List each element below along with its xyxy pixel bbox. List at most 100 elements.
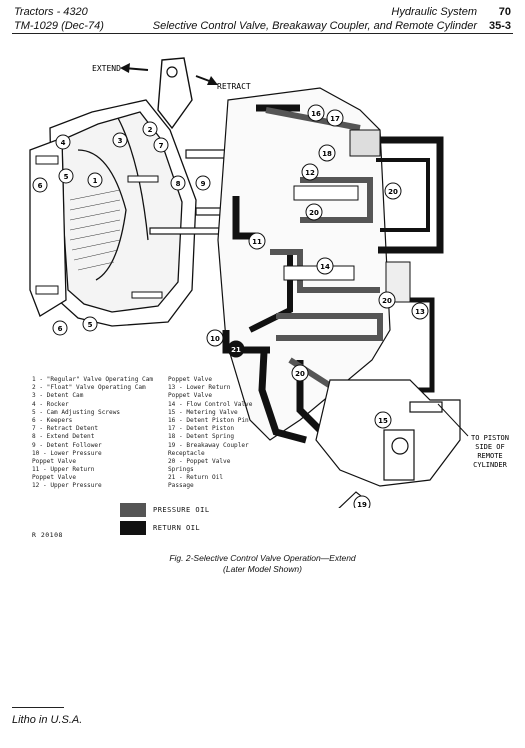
legend-item: 4 - Rocker — [32, 400, 69, 408]
legend-item: 8 - Extend Detent — [32, 433, 95, 441]
callout-8: 8 — [170, 175, 186, 191]
legend-item: Poppet Valve — [32, 474, 77, 482]
svg-text:14: 14 — [320, 263, 330, 271]
piston-leader-line — [437, 403, 469, 437]
header-section-title: Hydraulic System — [391, 6, 477, 18]
svg-text:15: 15 — [378, 417, 388, 425]
figure-caption-sub: (Later Model Shown) — [223, 564, 302, 574]
svg-text:CYLINDER: CYLINDER — [473, 461, 508, 469]
svg-text:REMOTE: REMOTE — [477, 452, 502, 460]
legend-item: 19 - Breakaway Coupler — [168, 441, 249, 449]
callout-12: 12 — [301, 163, 319, 181]
svg-text:20: 20 — [388, 188, 398, 196]
legend-item: 14 - Flow Control Valve — [168, 400, 253, 408]
callout-4: 4 — [55, 134, 71, 150]
footer-rule — [12, 707, 64, 708]
callout-6: 6 — [32, 177, 48, 193]
svg-text:2: 2 — [148, 126, 153, 134]
extend-label: EXTEND — [92, 64, 121, 73]
legend-item: Poppet Valve — [32, 457, 77, 465]
callout-10: 10 — [206, 329, 224, 347]
callout-11: 11 — [248, 232, 266, 250]
svg-text:TO PISTON: TO PISTON — [471, 434, 509, 442]
legend-item: Passage — [168, 482, 194, 490]
figure-caption: Fig. 2-Selective Control Valve Operation… — [169, 553, 356, 563]
svg-text:6: 6 — [38, 182, 43, 190]
legend-item: 16 - Detent Piston Pin — [168, 416, 249, 424]
legend-item: 17 - Detent Piston — [168, 425, 235, 433]
callout-16: 16 — [307, 104, 325, 122]
svg-text:16: 16 — [311, 110, 321, 118]
parts-legend-col2: Poppet Valve 13 - Lower Return Poppet Va… — [168, 376, 252, 491]
callout-20d: 20 — [291, 364, 309, 382]
legend-item: 10 - Lower Pressure — [32, 449, 102, 457]
cam-housing — [29, 99, 197, 327]
legend-item: Poppet Valve — [168, 376, 213, 383]
return-oil-swatch — [120, 521, 146, 535]
callout-21: 21 — [227, 340, 245, 358]
svg-text:13: 13 — [415, 308, 425, 316]
legend-item: 15 - Metering Valve — [168, 408, 238, 416]
svg-text:8: 8 — [176, 180, 181, 188]
svg-text:SIDE OF: SIDE OF — [475, 443, 505, 451]
callout-17: 17 — [326, 109, 344, 127]
valve-illustration: 1 2 3 4 5 5 6 6 7 8 9 10 11 12 13 14 15 … — [29, 57, 509, 508]
svg-text:18: 18 — [322, 150, 332, 158]
svg-text:17: 17 — [330, 115, 340, 123]
cam-hatching — [69, 189, 121, 271]
svg-text:7: 7 — [159, 142, 164, 150]
legend-item: 21 - Return Oil — [168, 474, 224, 482]
callout-20a: 20 — [384, 182, 402, 200]
callout-7: 7 — [153, 137, 169, 153]
legend-item: Poppet Valve — [168, 392, 213, 400]
svg-text:21: 21 — [231, 346, 241, 354]
legend-item: 6 - Keepers — [32, 416, 73, 424]
legend-item: 7 - Retract Detent — [32, 425, 99, 433]
svg-text:9: 9 — [201, 180, 206, 188]
svg-text:3: 3 — [118, 137, 123, 145]
callout-3: 3 — [112, 132, 128, 148]
legend-item: 18 - Detent Spring — [168, 433, 235, 441]
svg-text:20: 20 — [309, 209, 319, 217]
page-number: 70 — [498, 6, 511, 18]
legend-item: 1 - "Regular" Valve Operating Cam — [32, 376, 154, 383]
callout-5b: 5 — [82, 316, 98, 332]
legend-item: 5 - Cam Adjusting Screws — [32, 408, 121, 416]
valve-chambers — [283, 129, 411, 303]
callout-19: 19 — [353, 495, 371, 508]
svg-text:12: 12 — [305, 169, 315, 177]
svg-text:20: 20 — [295, 370, 305, 378]
extend-retract-arrows — [120, 63, 218, 85]
svg-text:5: 5 — [64, 173, 69, 181]
legend-item: Receptacle — [168, 449, 205, 457]
svg-text:10: 10 — [210, 335, 220, 343]
callout-20c: 20 — [378, 291, 396, 309]
header-subject: Selective Control Valve, Breakaway Coupl… — [152, 20, 477, 32]
svg-text:19: 19 — [357, 501, 367, 508]
svg-text:4: 4 — [61, 139, 66, 147]
pressure-oil-swatch — [120, 503, 146, 517]
callout-15: 15 — [374, 411, 392, 429]
legend-item: Springs — [168, 466, 194, 474]
to-piston-label: TO PISTON SIDE OF REMOTE CYLINDER — [471, 434, 509, 469]
svg-text:5: 5 — [88, 321, 93, 329]
callout-14: 14 — [316, 257, 334, 275]
section-number: 35-3 — [488, 20, 511, 32]
adjusting-screws — [35, 155, 163, 299]
callout-6b: 6 — [52, 320, 68, 336]
svg-text:20: 20 — [382, 297, 392, 305]
legend-item: 13 - Lower Return — [168, 384, 231, 392]
legend-item: 9 - Detent Follower — [32, 441, 102, 449]
pressure-oil-label: PRESSURE OIL — [153, 506, 210, 514]
header-rule — [12, 33, 513, 34]
svg-text:11: 11 — [252, 238, 262, 246]
parts-legend-col1: 1 - "Regular" Valve Operating Cam 2 - "F… — [32, 376, 153, 491]
callout-1: 1 — [87, 172, 103, 188]
svg-text:6: 6 — [58, 325, 63, 333]
return-oil-label: RETURN OIL — [153, 524, 201, 532]
retract-label: RETRACT — [217, 82, 251, 91]
legend-item: 3 - Detent Cam — [32, 392, 84, 400]
operating-lever — [157, 57, 193, 130]
callout-20b: 20 — [305, 203, 323, 221]
header-manual-id: TM-1029 (Dec-74) — [14, 20, 104, 32]
